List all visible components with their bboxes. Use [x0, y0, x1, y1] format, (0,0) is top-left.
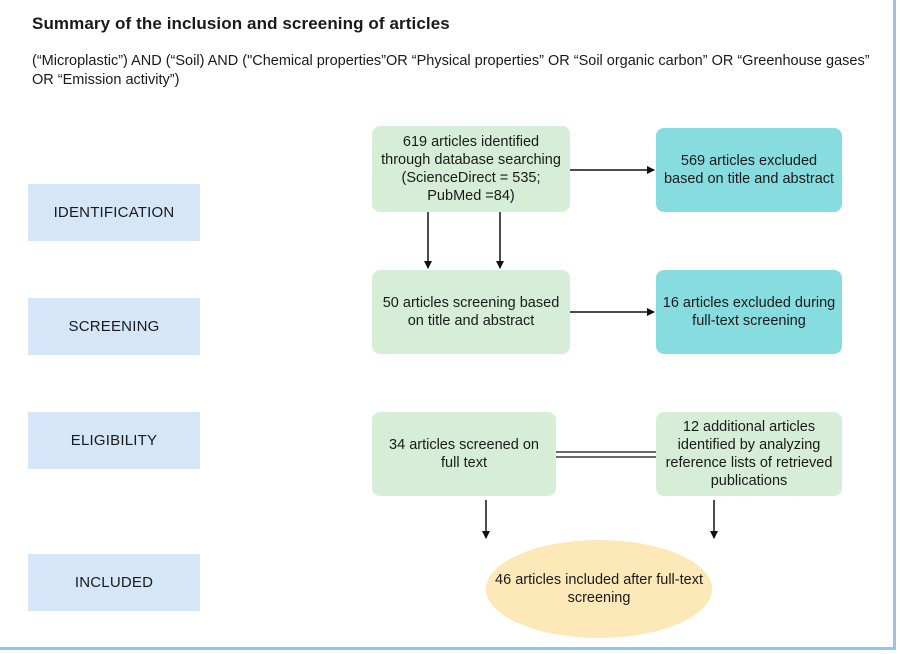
stage-identification: IDENTIFICATION [28, 184, 200, 241]
figure-title: Summary of the inclusion and screening o… [32, 14, 450, 33]
box-excluded-title: 569 articles excluded based on title and… [656, 128, 842, 212]
stage-screening: SCREENING [28, 298, 200, 355]
stage-eligibility: ELIGIBILITY [28, 412, 200, 469]
box-fulltext: 34 articles screened on full text [372, 412, 556, 496]
box-additional: 12 additional articles identified by ana… [656, 412, 842, 496]
box-identified: 619 articles identified through database… [372, 126, 570, 212]
stage-included: INCLUDED [28, 554, 200, 611]
box-excluded-fulltext: 16 articles excluded during full-text sc… [656, 270, 842, 354]
box-screening: 50 articles screening based on title and… [372, 270, 570, 354]
oval-included: 46 articles included after full-text scr… [486, 540, 712, 638]
search-query: (“Microplastic”) AND (“Soil) AND ("Chemi… [32, 53, 870, 88]
